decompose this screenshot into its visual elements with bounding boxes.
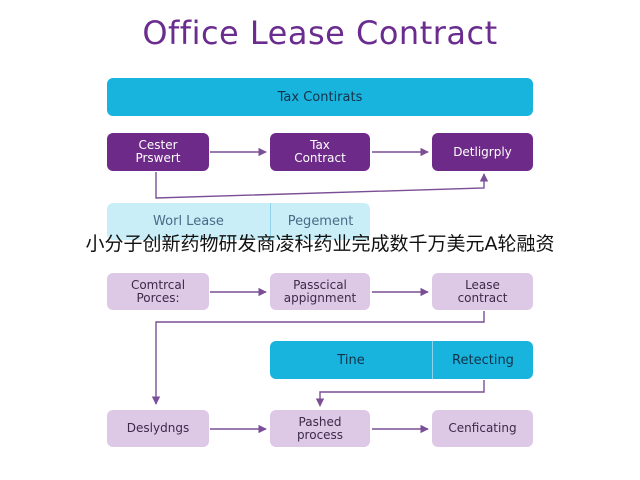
retecting-label: Retecting [452,352,514,368]
tax-contracts-bar: Tax Contirats [107,78,533,116]
tine-label: Tine [337,352,365,368]
pegement-segment: Pegement [271,203,370,240]
retecting-segment: Retecting [433,341,533,379]
tine-segment: Tine [270,341,433,379]
node-lease-contract: Lease contract [432,273,533,310]
node-tax-contract: Tax Contract [270,133,370,171]
node-detligrply: Detligrply [432,133,533,171]
tax-contracts-bar-label: Tax Contirats [277,89,363,105]
node-deslydngs: Deslydngs [107,410,209,447]
work-lease-label: Worl Lease [153,214,224,229]
work-lease-segment: Worl Lease [107,203,271,240]
node-passcical-appignment: Passcical appignment [270,273,370,310]
diagram-title: Office Lease Contract [142,14,498,52]
arrow-loop-1 [155,172,489,199]
pegement-label: Pegement [287,214,354,229]
node-comtrcal-porces: Comtrcal Porces: [107,273,209,310]
node-pashed-process: Pashed process [270,410,370,447]
arrow-loop-3 [315,380,485,407]
overlay-caption: 小分子创新药物研发商凌科药业完成数千万美元A轮融资 [85,233,555,255]
arrow-loop-2 [151,311,485,405]
tine-retecting-bar: Tine Retecting [270,341,533,379]
node-cenficating: Cenficating [432,410,533,447]
lease-pegement-bar: Worl Lease Pegement [107,203,370,240]
node-cester-prswert: Cester Prswert [107,133,209,171]
